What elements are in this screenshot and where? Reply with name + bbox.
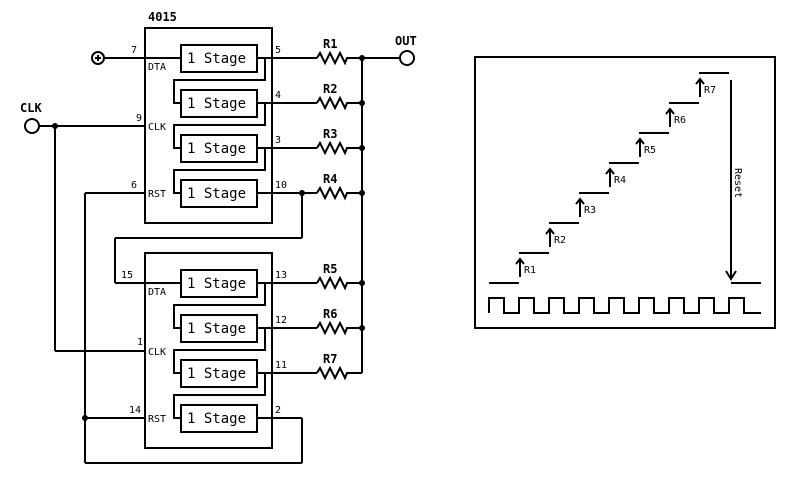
arrow-up-icon <box>605 167 615 175</box>
dta-label: DTA <box>148 62 166 73</box>
arrow-up-icon <box>665 107 675 115</box>
junction-dot <box>359 325 365 331</box>
clock-waveform <box>488 297 761 314</box>
resistor-r7 <box>316 365 362 381</box>
resistor-label: R7 <box>323 352 337 366</box>
resistor-r3 <box>316 140 362 156</box>
pin-label: 1 <box>137 337 143 348</box>
dta-label: DTA <box>148 287 166 298</box>
pin-label: 3 <box>275 135 281 146</box>
clk-terminal[interactable] <box>24 118 40 134</box>
step-label: R6 <box>674 115 686 126</box>
stage-label: 1 Stage <box>187 276 246 292</box>
stage-label: 1 Stage <box>187 141 246 157</box>
resistor-label: R2 <box>323 82 337 96</box>
stage-label: 1 Stage <box>187 321 246 337</box>
arrow-up-icon <box>545 227 555 235</box>
out-terminal[interactable] <box>399 50 415 66</box>
stage-box <box>180 179 258 208</box>
resistor-r2 <box>316 95 362 111</box>
resistor-label: R5 <box>323 262 337 276</box>
pin-label: 2 <box>275 405 281 416</box>
stage-box <box>180 44 258 73</box>
resistor-r1 <box>316 50 362 66</box>
junction-dot <box>359 280 365 286</box>
pin-label: 10 <box>275 180 287 191</box>
chip-part-label: 4015 <box>148 10 177 24</box>
resistor-label: R4 <box>323 172 337 186</box>
stage-label: 1 Stage <box>187 186 246 202</box>
supply-terminal[interactable] <box>91 51 105 65</box>
resistor-r6 <box>316 320 362 336</box>
waveform-frame <box>474 56 776 329</box>
resistor-r4 <box>316 185 362 201</box>
step-label: R3 <box>584 205 596 216</box>
junction-dot <box>359 190 365 196</box>
arrow-up-icon <box>635 137 645 145</box>
step-label: R1 <box>524 265 536 276</box>
junction-dot <box>359 145 365 151</box>
arrow-down-icon <box>725 270 737 281</box>
resistor-label: R1 <box>323 37 337 51</box>
rst-label: RST <box>148 189 166 200</box>
arrow-up-icon <box>695 77 705 85</box>
pin-label: 5 <box>275 45 281 56</box>
pin-label: 4 <box>275 90 281 101</box>
stage-label: 1 Stage <box>187 366 246 382</box>
junction-dot <box>359 55 365 61</box>
pin-label: 12 <box>275 315 287 326</box>
junction-dot <box>359 100 365 106</box>
circuit: 4015 1 Stage 5 1 Stage 4 1 Stage 3 1 Stage 10 1 … <box>20 10 417 464</box>
pin-label: 7 <box>131 45 137 56</box>
resistor-label: R6 <box>323 307 337 321</box>
stage-label: 1 Stage <box>187 411 246 427</box>
pin-label: 6 <box>131 180 137 191</box>
step-label: R5 <box>644 145 656 156</box>
resistor-r5 <box>316 275 362 291</box>
pin-label: 14 <box>129 405 141 416</box>
pin-label: 13 <box>275 270 287 281</box>
step-label: R7 <box>704 85 716 96</box>
rst-label: RST <box>148 414 166 425</box>
stage-box <box>180 404 258 433</box>
step-label: R2 <box>554 235 566 246</box>
pin-label: 15 <box>121 270 133 281</box>
clk-terminal-label: CLK <box>20 101 42 115</box>
clk-label: CLK <box>148 347 166 358</box>
arrow-up-icon <box>575 197 585 205</box>
clk-label: CLK <box>148 122 166 133</box>
stage-label: 1 Stage <box>187 96 246 112</box>
waveform-panel: R1 R2 R3 R4 R5 R6 R7 Reset <box>474 56 776 329</box>
step-label: R4 <box>614 175 626 186</box>
reset-label: Reset <box>732 168 743 198</box>
out-terminal-label: OUT <box>395 34 417 48</box>
stage-label: 1 Stage <box>187 51 246 67</box>
pin-label: 9 <box>136 113 142 124</box>
junction-dot <box>82 415 88 421</box>
pin-label: 11 <box>275 360 287 371</box>
resistor-label: R3 <box>323 127 337 141</box>
arrow-up-icon <box>515 257 525 265</box>
